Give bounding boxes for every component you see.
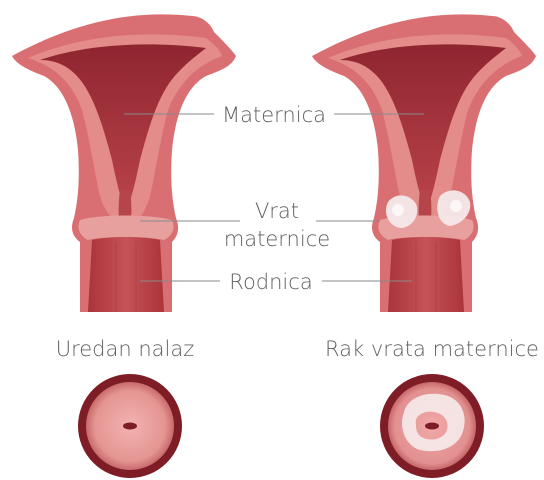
label-vagina: Rodnica — [229, 270, 312, 294]
label-uterus: Maternica — [222, 103, 326, 127]
uterus-cancer-illustration — [312, 14, 536, 312]
label-cervix-line1: Vrat — [255, 199, 299, 223]
uterus-normal-illustration — [12, 14, 236, 312]
label-cervix-line2: maternice — [224, 227, 330, 251]
cervix-face-cancer — [380, 374, 484, 478]
cervix-face-normal — [78, 374, 182, 478]
caption-normal: Uredan nalaz — [56, 337, 195, 361]
caption-cancer: Rak vrata maternice — [325, 337, 539, 361]
